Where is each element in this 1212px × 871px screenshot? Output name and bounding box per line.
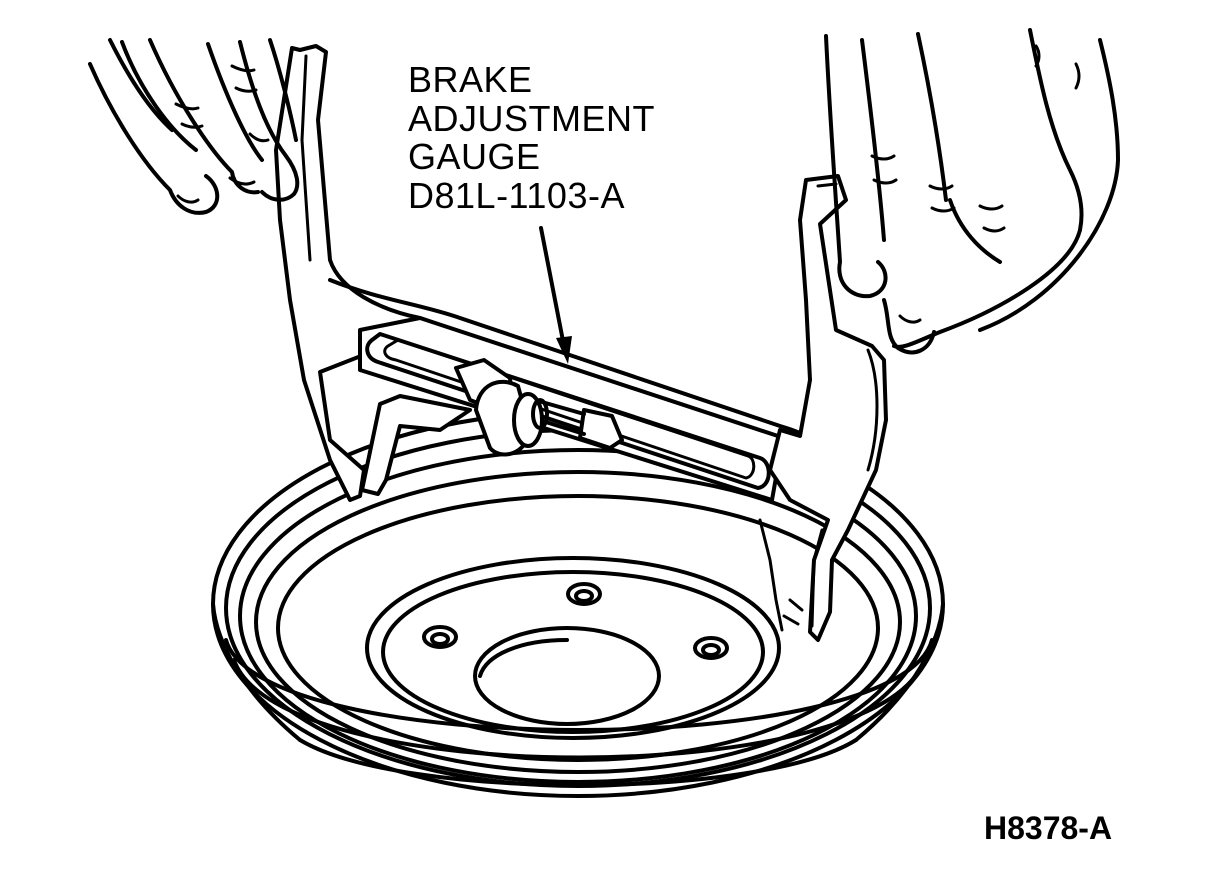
right-hand-icon [824,28,1120,355]
callout-line-1: BRAKE [408,59,533,100]
brake-adjustment-gauge-icon [274,44,888,642]
callout-line-2: ADJUSTMENT [408,97,655,139]
gauge-callout-label: BRAKE ADJUSTMENT GAUGE D81L-1103-A [408,62,655,216]
callout-line-4: D81L-1103-A [408,174,625,216]
left-hand-icon [88,38,300,215]
brake-drum-icon [211,410,945,798]
figure-number: H8378-A [984,810,1113,846]
callout-line-3: GAUGE [408,136,541,177]
leader-arrow-icon [539,226,572,364]
